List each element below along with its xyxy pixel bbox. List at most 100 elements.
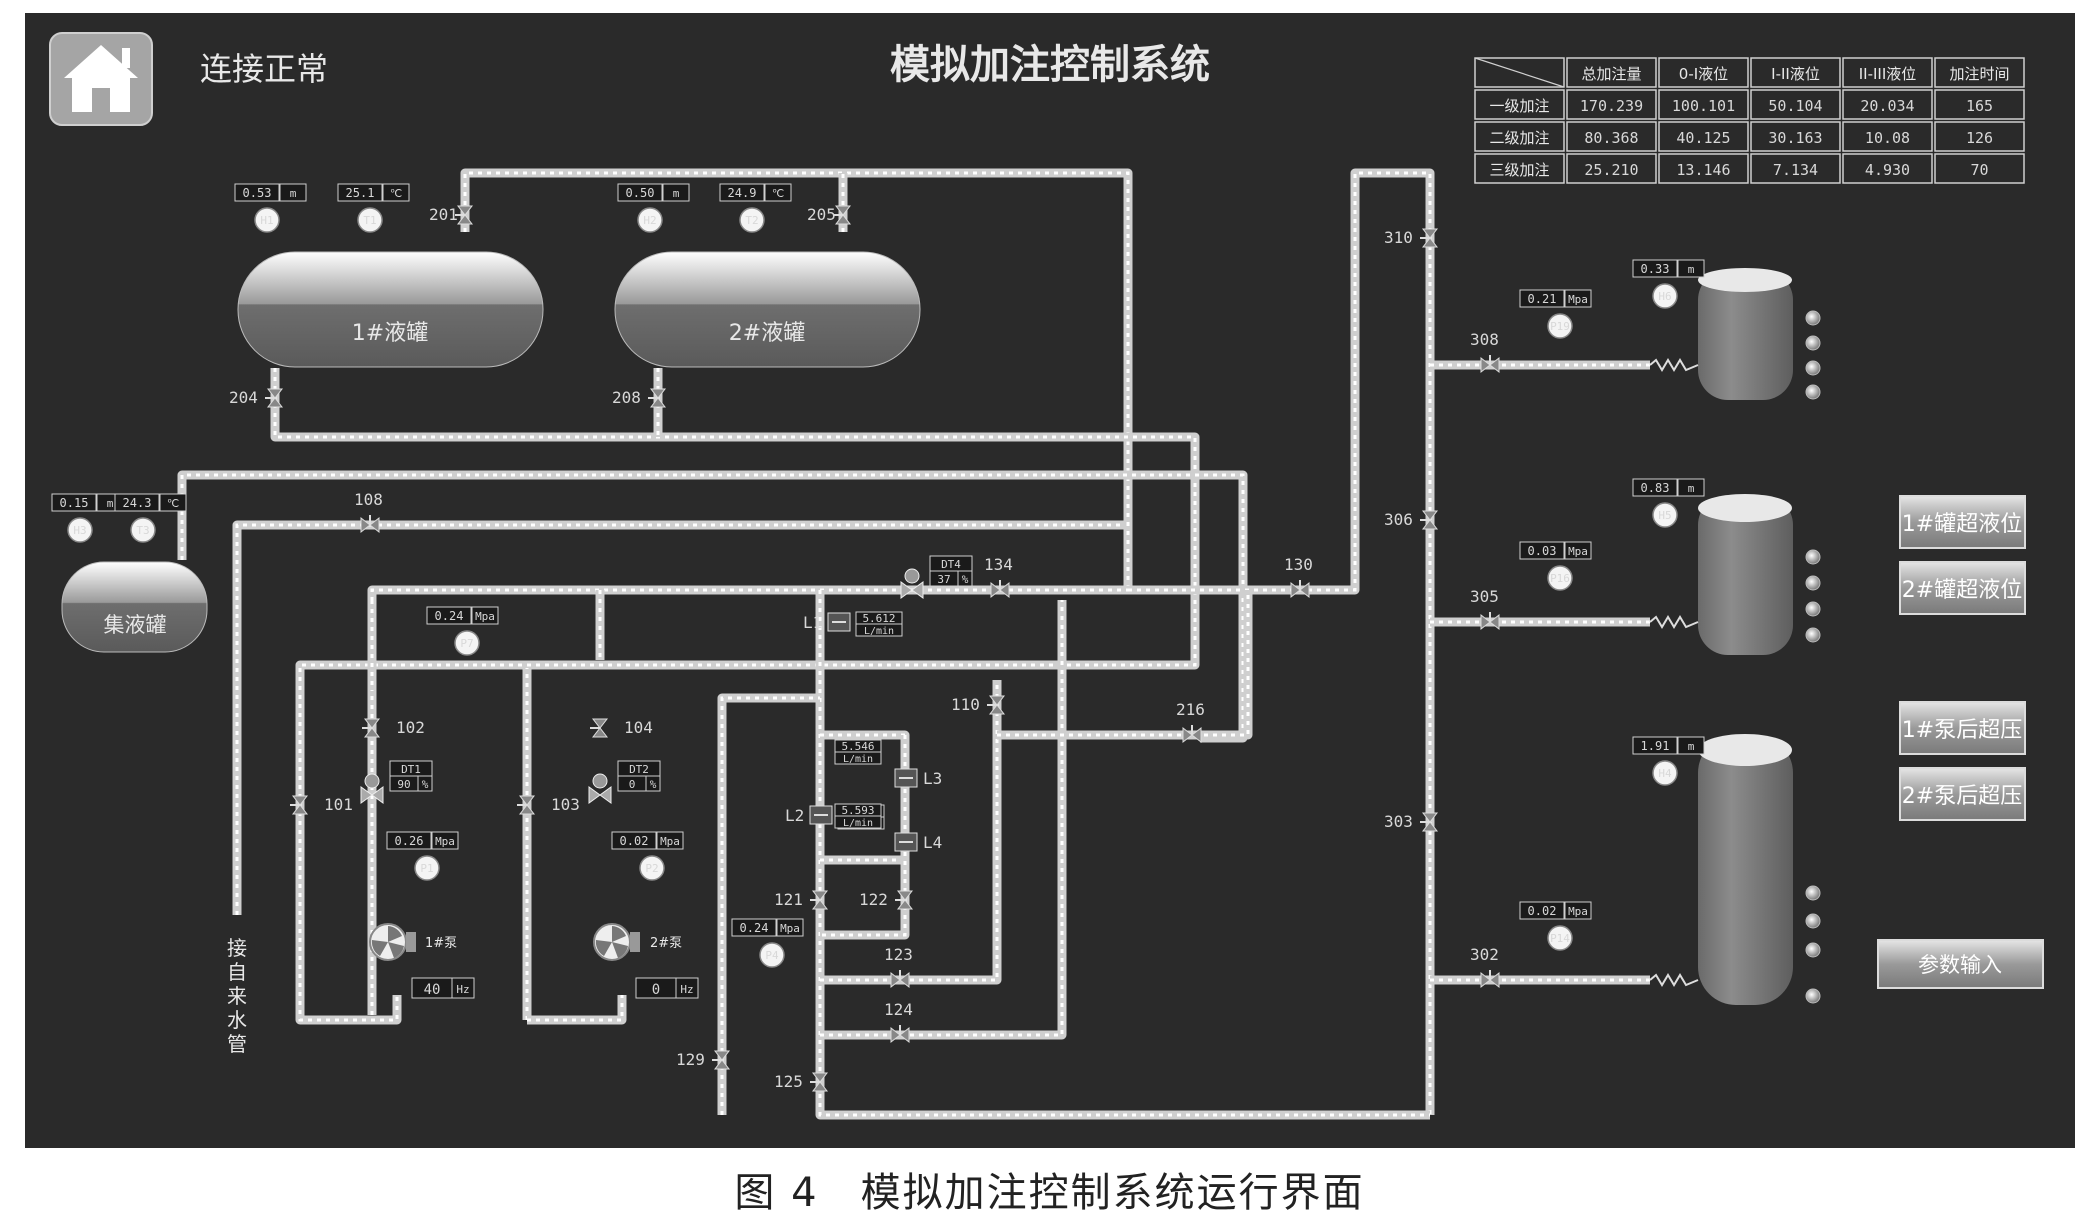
inlet-coil bbox=[1649, 358, 1699, 372]
pipe-flow-pattern bbox=[818, 590, 1430, 1117]
level-dot bbox=[1805, 310, 1821, 326]
sensor-value: 1.91 bbox=[1641, 739, 1670, 753]
valve-label: 134 bbox=[984, 555, 1013, 574]
flowmeter-value: 5.593 bbox=[841, 804, 874, 817]
valve-label: 101 bbox=[324, 795, 353, 814]
sensor-tag: H2 bbox=[643, 214, 656, 227]
valve-205[interactable]: 205 bbox=[807, 205, 852, 225]
valve-303[interactable]: 303 bbox=[1384, 812, 1439, 832]
level-indicators bbox=[1649, 310, 1821, 1004]
flowmeters: DT437%DT190%DT20%L15.612L/minL20.000L/mi… bbox=[360, 555, 973, 852]
pump-2-frequency[interactable]: 0 Hz bbox=[635, 977, 699, 999]
pump-2-label: 2#泵 bbox=[650, 936, 682, 951]
pump-1-frequency[interactable]: 40 Hz bbox=[411, 977, 475, 999]
valve-121[interactable]: 121 bbox=[774, 890, 829, 910]
valve-302[interactable]: 302 bbox=[1470, 945, 1500, 989]
level-dot bbox=[1805, 549, 1821, 565]
sensor-tag: H5 bbox=[1658, 509, 1671, 522]
home-button[interactable] bbox=[49, 32, 153, 126]
valve-122[interactable]: 122 bbox=[859, 890, 914, 910]
valve-306[interactable]: 306 bbox=[1384, 510, 1439, 530]
table-cell bbox=[1658, 89, 1749, 120]
table-cell-value: 70 bbox=[1970, 161, 1988, 179]
sensor-t3: 24.3℃T3 bbox=[114, 493, 187, 543]
flowmeter-value: 5.612 bbox=[862, 612, 895, 625]
table-cell-value: 4.930 bbox=[1865, 161, 1910, 179]
regulator-unit: % bbox=[962, 573, 969, 586]
valve-label: 129 bbox=[676, 1050, 705, 1069]
sensor-value: 0.24 bbox=[435, 609, 464, 623]
pipe-flow-pattern bbox=[1128, 171, 1432, 1115]
valve-103[interactable]: 103 bbox=[517, 795, 580, 815]
valve-123[interactable]: 123 bbox=[884, 945, 913, 989]
svg-text:1#泵后超压: 1#泵后超压 bbox=[1902, 718, 2022, 743]
pipe bbox=[820, 680, 1002, 985]
valve-125[interactable]: 125 bbox=[774, 1072, 829, 1092]
valve-label: 125 bbox=[774, 1072, 803, 1091]
collector-tank: 集液罐 bbox=[61, 561, 208, 653]
flowmeter-unit: L/min bbox=[843, 754, 873, 765]
regulator-tag: DT1 bbox=[401, 763, 421, 776]
flowmeter-unit: L/min bbox=[864, 626, 894, 637]
pump-2[interactable]: 2#泵 bbox=[593, 923, 682, 961]
level-dot bbox=[1805, 601, 1821, 617]
pump-1[interactable]: 1#泵 bbox=[369, 923, 457, 961]
valve-130[interactable]: 130 bbox=[1284, 555, 1313, 599]
valve-310[interactable]: 310 bbox=[1384, 228, 1439, 248]
level-dot bbox=[1805, 384, 1821, 400]
regulator-tag: DT2 bbox=[629, 763, 649, 776]
table-header: II-III液位 bbox=[1859, 65, 1917, 83]
valve-308[interactable]: 308 bbox=[1470, 330, 1500, 374]
valve-label: 308 bbox=[1470, 330, 1499, 349]
table-cell-value: 40.125 bbox=[1676, 129, 1730, 147]
alarm-tank-2-level-button[interactable]: 2#罐超液位 bbox=[1899, 561, 2026, 615]
sensor-tag: T2 bbox=[745, 214, 758, 227]
valve-124[interactable]: 124 bbox=[884, 1000, 913, 1044]
flowmeter-unit: L/min bbox=[843, 818, 873, 829]
valve-label: 121 bbox=[774, 890, 803, 909]
sensor-value: 0.03 bbox=[1528, 544, 1557, 558]
sensor-value: 25.1 bbox=[346, 186, 375, 200]
parameter-input-button[interactable]: 参数输入 bbox=[1877, 939, 2044, 989]
sensor-value: 0.24 bbox=[740, 921, 769, 935]
alarm-pump-1-pressure-button[interactable]: 1#泵后超压 bbox=[1899, 701, 2026, 755]
table-header: 总加注量 bbox=[1581, 65, 1641, 83]
valve-204[interactable]: 204 bbox=[229, 388, 284, 408]
valve-110[interactable]: 110 bbox=[951, 695, 1006, 715]
valve-102[interactable]: 102 bbox=[362, 718, 425, 738]
table-cell-value: 20.034 bbox=[1860, 97, 1914, 115]
valve-129[interactable]: 129 bbox=[676, 1050, 731, 1070]
regulator-value: 90 bbox=[397, 778, 410, 791]
table-cell bbox=[1566, 57, 1657, 88]
valve-134[interactable]: 134 bbox=[984, 555, 1013, 599]
sensor-unit: m bbox=[1688, 740, 1695, 753]
valve-216[interactable]: 216 bbox=[1176, 700, 1205, 744]
sensor-unit: ℃ bbox=[772, 187, 784, 200]
valve-label: 216 bbox=[1176, 700, 1205, 719]
table-cell-value: 126 bbox=[1966, 129, 1993, 147]
alarm-pump-2-pressure-button[interactable]: 2#泵后超压 bbox=[1899, 767, 2026, 821]
sensor-value: 0.26 bbox=[395, 834, 424, 848]
valve-101[interactable]: 101 bbox=[290, 795, 353, 815]
pipe-flow-pattern bbox=[997, 590, 1250, 737]
sensor-tag: P4 bbox=[765, 949, 779, 962]
water-inlet-label: 接自来水管 bbox=[227, 936, 247, 1056]
inlet-coil bbox=[1649, 973, 1699, 987]
valve-305[interactable]: 305 bbox=[1470, 587, 1500, 631]
valve-208[interactable]: 208 bbox=[612, 388, 667, 408]
valve-108[interactable]: 108 bbox=[354, 490, 383, 534]
receiver-tank-3 bbox=[1698, 734, 1793, 1005]
valve-201[interactable]: 201 bbox=[429, 205, 474, 225]
alarm-tank-1-level-button[interactable]: 1#罐超液位 bbox=[1899, 495, 2026, 549]
table-cell-value: 13.146 bbox=[1676, 161, 1730, 179]
sensor-unit: Mpa bbox=[1568, 545, 1588, 558]
sensor-value: 24.9 bbox=[728, 186, 757, 200]
table-cell bbox=[1842, 89, 1933, 120]
valve-104[interactable]: 104 bbox=[590, 718, 653, 738]
